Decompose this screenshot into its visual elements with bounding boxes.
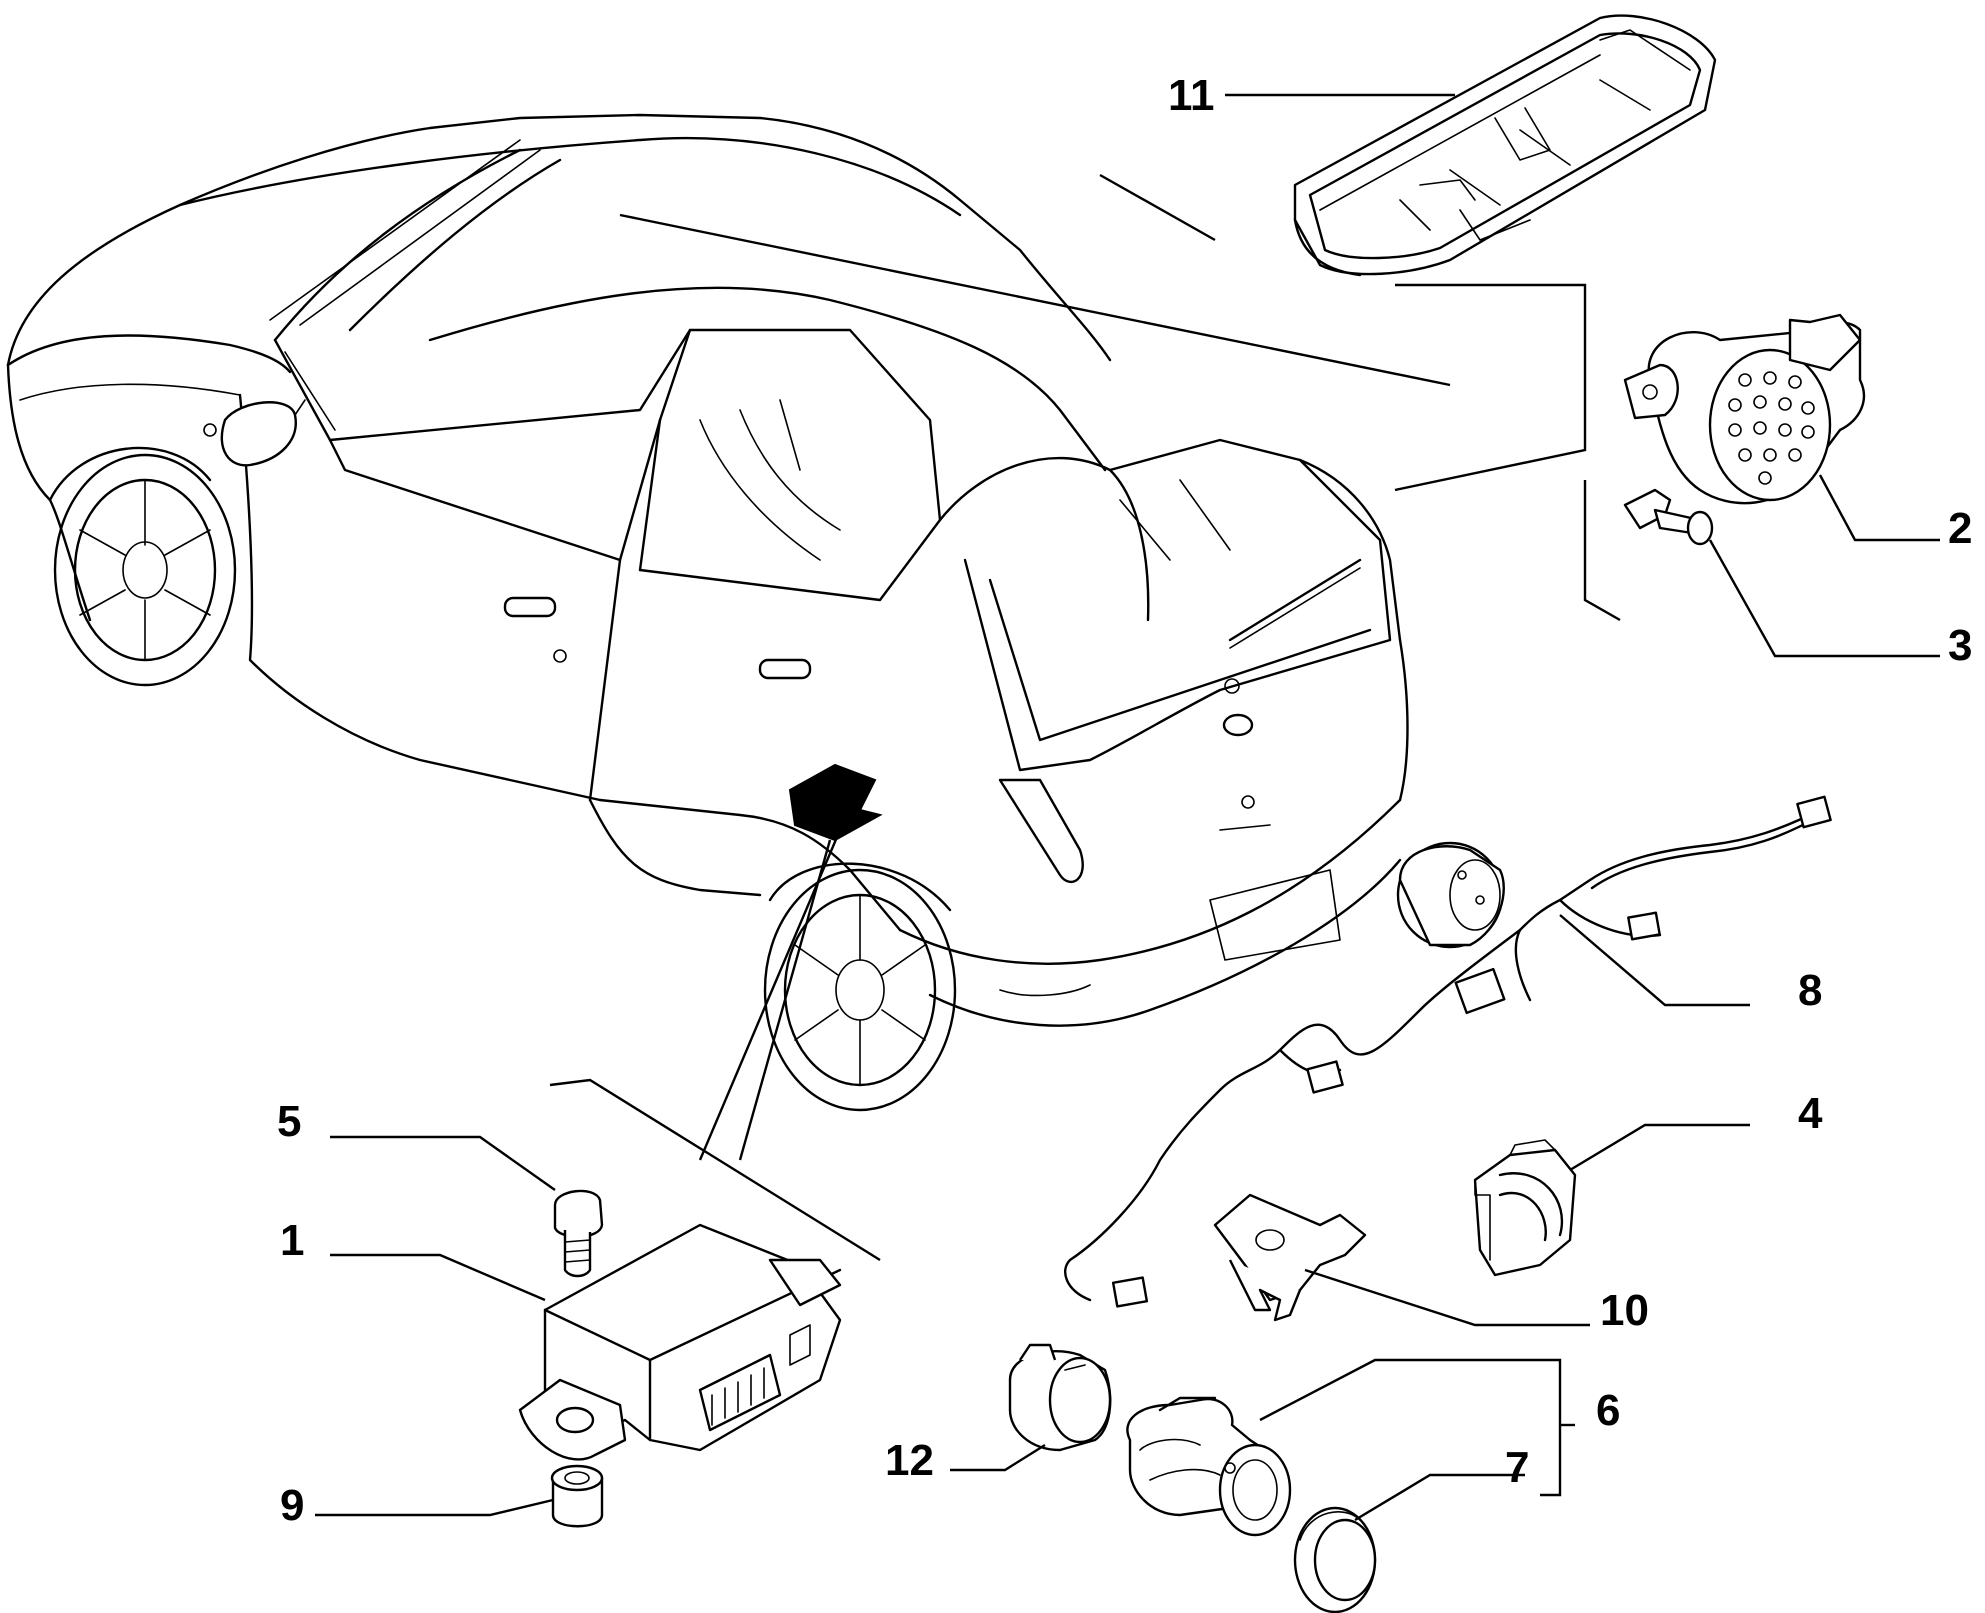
part-3-screw	[1623, 488, 1714, 546]
front-wheel	[48, 446, 237, 687]
part-10-bracket	[1213, 1193, 1367, 1322]
callout-5: 5	[277, 1097, 301, 1146]
callout-9: 9	[280, 1481, 304, 1530]
part-9-bushing	[550, 1464, 604, 1528]
part-6-sensor	[1126, 1396, 1292, 1537]
callout-6: 6	[1596, 1386, 1620, 1435]
part-5-bolt	[553, 1189, 604, 1278]
callout-1: 1	[280, 1216, 304, 1265]
callout-3: 3	[1948, 621, 1972, 670]
car-illustration	[6, 113, 1409, 1112]
part-4-holder	[1473, 1139, 1577, 1277]
callout-11: 11	[1168, 71, 1215, 120]
part-8-harness	[1064, 795, 1832, 1308]
speaker-grille	[1728, 371, 1815, 485]
callout-8: 8	[1798, 966, 1822, 1015]
part-1-control-module	[518, 1223, 842, 1461]
callout-7: 7	[1505, 1443, 1529, 1492]
module-location-marker	[788, 763, 883, 842]
rear-wheel	[763, 862, 957, 1112]
callout-12: 12	[885, 1436, 934, 1485]
part-12-sensor	[1008, 1343, 1112, 1452]
part-2-buzzer	[1623, 313, 1866, 505]
part-11-housing	[1293, 14, 1717, 277]
sensor-on-harness	[1396, 841, 1505, 949]
part-7-ring	[1293, 1506, 1377, 1613]
callout-2: 2	[1948, 504, 1972, 553]
callout-10: 10	[1600, 1286, 1649, 1335]
callout-4: 4	[1798, 1089, 1823, 1138]
